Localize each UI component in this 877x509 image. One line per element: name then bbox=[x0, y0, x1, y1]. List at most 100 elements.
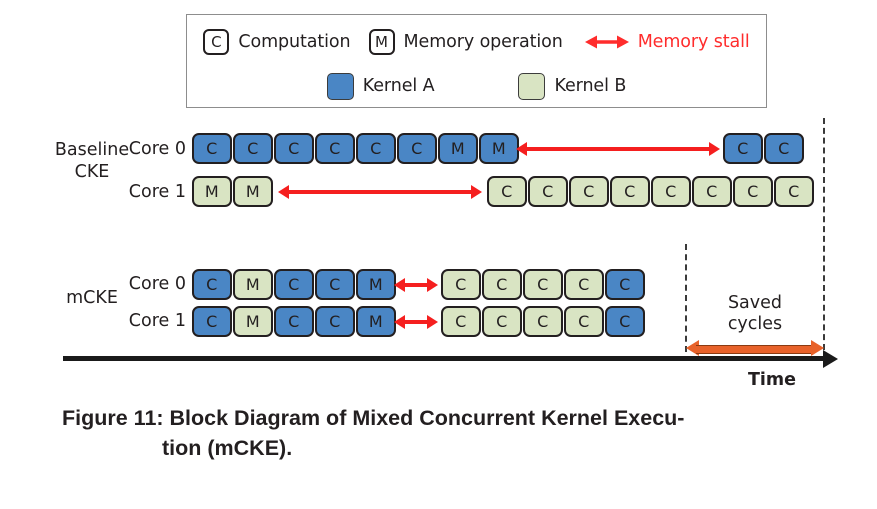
stall-arrow-bar bbox=[401, 283, 431, 287]
cell-compute: C bbox=[528, 176, 568, 207]
cell-compute: C bbox=[315, 306, 355, 337]
stall-arrowhead-left bbox=[278, 185, 289, 199]
track-mcke-core0-seg1: C M C C M bbox=[192, 269, 397, 300]
cell-compute: C bbox=[733, 176, 773, 207]
cell-memory: M bbox=[479, 133, 519, 164]
cell-compute: C bbox=[564, 306, 604, 337]
double-arrow-icon bbox=[584, 33, 629, 51]
track-mcke-core1-seg1: C M C C M bbox=[192, 306, 397, 337]
dashed-guide-mcke-end bbox=[685, 244, 687, 352]
cell-compute: C bbox=[610, 176, 650, 207]
cell-compute: C bbox=[487, 176, 527, 207]
cell-compute: C bbox=[764, 133, 804, 164]
stall-arrow-bar bbox=[285, 190, 475, 194]
cell-compute: C bbox=[192, 306, 232, 337]
legend-item-memory-stall: Memory stall bbox=[581, 32, 750, 52]
stall-arrowhead-right bbox=[471, 185, 482, 199]
group-label-baseline-line2: CKE bbox=[74, 161, 110, 182]
legend-label-memory-stall: Memory stall bbox=[637, 32, 750, 52]
saved-cycles-line1: Saved bbox=[727, 293, 783, 313]
cell-compute: C bbox=[441, 269, 481, 300]
group-label-baseline-cke: Baseline CKE bbox=[36, 140, 148, 184]
legend-label-memory-operation: Memory operation bbox=[403, 32, 563, 52]
track-mcke-core1-seg2: C C C C C bbox=[441, 306, 646, 337]
legend-item-memory-operation: M Memory operation bbox=[368, 29, 563, 55]
cell-memory: M bbox=[233, 269, 273, 300]
cell-compute: C bbox=[605, 306, 645, 337]
cell-compute: C bbox=[356, 133, 396, 164]
cell-compute: C bbox=[482, 269, 522, 300]
stall-arrowhead-right bbox=[709, 142, 720, 156]
cell-memory: M bbox=[233, 306, 273, 337]
cell-compute: C bbox=[441, 306, 481, 337]
cell-compute: C bbox=[569, 176, 609, 207]
core-label-baseline-core0: Core 0 bbox=[128, 139, 186, 159]
legend-box: C Computation M Memory operation Memory … bbox=[186, 14, 767, 108]
time-axis bbox=[63, 350, 838, 368]
track-baseline-core1-seg1: M M bbox=[192, 176, 274, 207]
legend-label-kernel-b: Kernel B bbox=[554, 76, 627, 96]
cell-compute: C bbox=[274, 306, 314, 337]
cell-compute: C bbox=[274, 133, 314, 164]
time-axis-arrowhead bbox=[823, 350, 838, 368]
legend-item-computation: C Computation bbox=[203, 29, 351, 55]
kernel-b-swatch bbox=[518, 72, 546, 100]
cell-memory: M bbox=[356, 306, 396, 337]
saved-cycles-arrow bbox=[686, 340, 824, 357]
stall-arrow-bar bbox=[401, 320, 431, 324]
cell-compute: C bbox=[605, 269, 645, 300]
cell-compute: C bbox=[723, 133, 763, 164]
cell-compute: C bbox=[651, 176, 691, 207]
group-label-baseline-line1: Baseline bbox=[54, 140, 130, 160]
figure-caption-line2: tion (mCKE). bbox=[162, 435, 293, 460]
saved-cycles-line2: cycles bbox=[727, 314, 783, 335]
time-axis-label: Time bbox=[748, 370, 797, 390]
track-mcke-core0-seg2: C C C C C bbox=[441, 269, 646, 300]
track-baseline-core1-seg2: C C C C C C C C bbox=[487, 176, 815, 207]
figure-caption: Figure 11: Block Diagram of Mixed Concur… bbox=[0, 404, 877, 463]
legend-row-kernels: Kernel A Kernel B bbox=[187, 65, 766, 107]
stall-arrow-baseline-core0 bbox=[516, 141, 720, 157]
cell-compute: C bbox=[397, 133, 437, 164]
stall-arrow-mcke-core0 bbox=[394, 277, 438, 293]
c-chip-icon: C bbox=[203, 29, 230, 55]
core-label-baseline-core1: Core 1 bbox=[128, 182, 186, 202]
cell-compute: C bbox=[774, 176, 814, 207]
cell-memory: M bbox=[233, 176, 273, 207]
cell-compute: C bbox=[192, 269, 232, 300]
cell-compute: C bbox=[692, 176, 732, 207]
cell-compute: C bbox=[192, 133, 232, 164]
saved-arrow-bar bbox=[696, 345, 814, 354]
stall-arrowhead-right bbox=[427, 278, 438, 292]
saved-cycles-label: Saved cycles bbox=[690, 293, 820, 336]
figure-caption-line1: Figure 11: Block Diagram of Mixed Concur… bbox=[62, 406, 685, 430]
cell-memory: M bbox=[438, 133, 478, 164]
cell-compute: C bbox=[315, 133, 355, 164]
stall-arrow-baseline-core1 bbox=[278, 184, 482, 200]
stall-arrowhead-left bbox=[516, 142, 527, 156]
stall-arrow-bar bbox=[523, 147, 713, 151]
cell-compute: C bbox=[523, 306, 563, 337]
kernel-a-swatch bbox=[326, 72, 354, 100]
cell-memory: M bbox=[192, 176, 232, 207]
saved-arrowhead-right bbox=[811, 340, 824, 356]
group-label-mcke-line1: mCKE bbox=[66, 288, 118, 308]
cell-compute: C bbox=[482, 306, 522, 337]
cell-compute: C bbox=[564, 269, 604, 300]
saved-arrowhead-left bbox=[686, 340, 699, 356]
legend-label-computation: Computation bbox=[238, 32, 351, 52]
group-label-mcke: mCKE bbox=[36, 288, 148, 310]
core-label-mcke-core0: Core 0 bbox=[128, 274, 186, 294]
stall-arrowhead-right bbox=[427, 315, 438, 329]
cell-compute: C bbox=[233, 133, 273, 164]
core-label-mcke-core1: Core 1 bbox=[128, 311, 186, 331]
cell-memory: M bbox=[356, 269, 396, 300]
track-baseline-core0-seg1: C C C C C C M M bbox=[192, 133, 520, 164]
cell-compute: C bbox=[523, 269, 563, 300]
stall-arrowhead-left bbox=[394, 278, 405, 292]
legend-item-kernel-b: Kernel B bbox=[518, 72, 627, 100]
legend-row-symbols: C Computation M Memory operation Memory … bbox=[187, 15, 766, 65]
stall-arrowhead-left bbox=[394, 315, 405, 329]
cell-compute: C bbox=[315, 269, 355, 300]
